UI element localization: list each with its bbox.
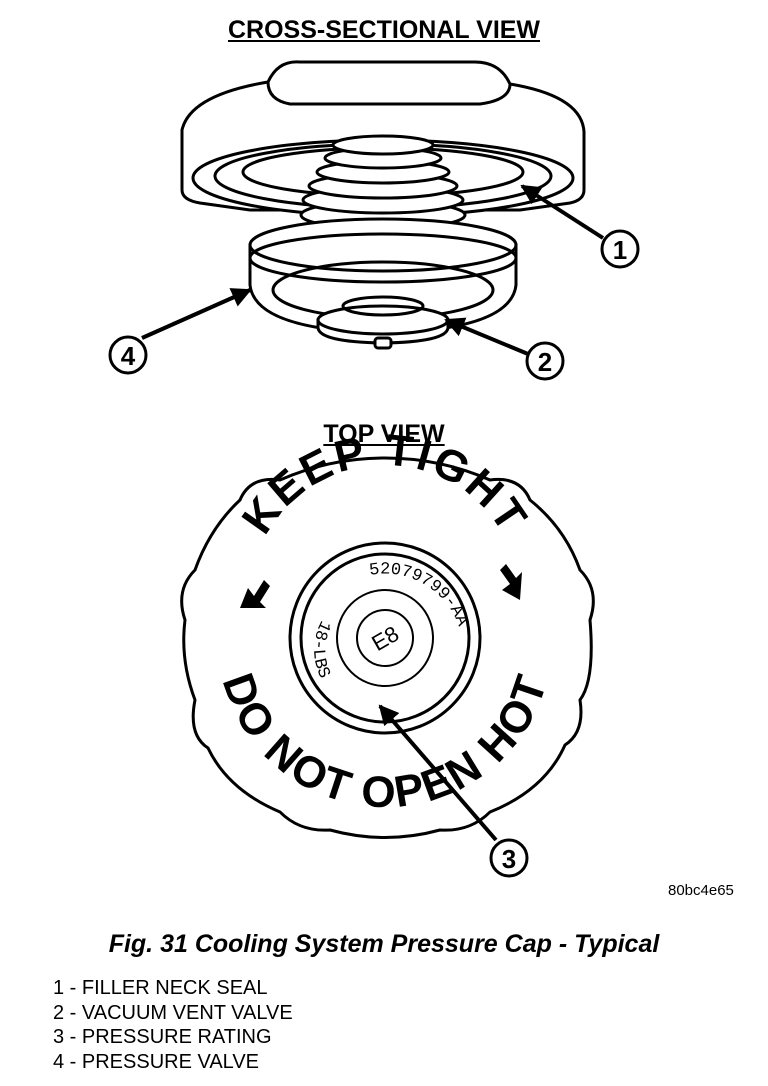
legend-item: 3 - PRESSURE RATING (53, 1026, 272, 1048)
callout-arrow-3 (378, 704, 498, 842)
center-rivet (356, 609, 414, 667)
cross-sectional-heading: CROSS-SECTIONAL VIEW (227, 16, 541, 44)
spring (299, 134, 467, 231)
legend-list: 1 - FILLER NECK SEAL 2 - VACUUM VENT VAL… (53, 976, 293, 1074)
legend-item: 1 - FILLER NECK SEAL (53, 977, 268, 999)
callout-arrow-2 (444, 317, 529, 356)
top-view-cap (180, 456, 595, 839)
right-arrow-icon (500, 564, 522, 600)
figure-caption: Fig. 31 Cooling System Pressure Cap - Ty… (108, 930, 660, 958)
callout-3: 3 (502, 844, 516, 874)
callout-circle-1 (600, 229, 640, 269)
callout-4: 4 (121, 341, 136, 371)
callout-circle-2 (525, 341, 565, 381)
callout-2: 2 (538, 347, 552, 377)
callout-arrow-4 (141, 288, 252, 340)
legend-item: 2 - VACUUM VENT VALVE (53, 1001, 293, 1024)
callout-1: 1 (613, 235, 627, 265)
callout-arrow-1 (520, 184, 605, 240)
cross-section-cap (180, 60, 586, 350)
legend-item: 4 - PRESSURE VALVE (53, 1050, 259, 1073)
figure-code: 80bc4e65 (668, 882, 734, 899)
callout-circle-3 (489, 838, 529, 878)
left-arrow-icon (240, 580, 270, 608)
top-view-heading: TOP VIEW (323, 420, 445, 448)
callout-circle-4 (108, 335, 148, 375)
